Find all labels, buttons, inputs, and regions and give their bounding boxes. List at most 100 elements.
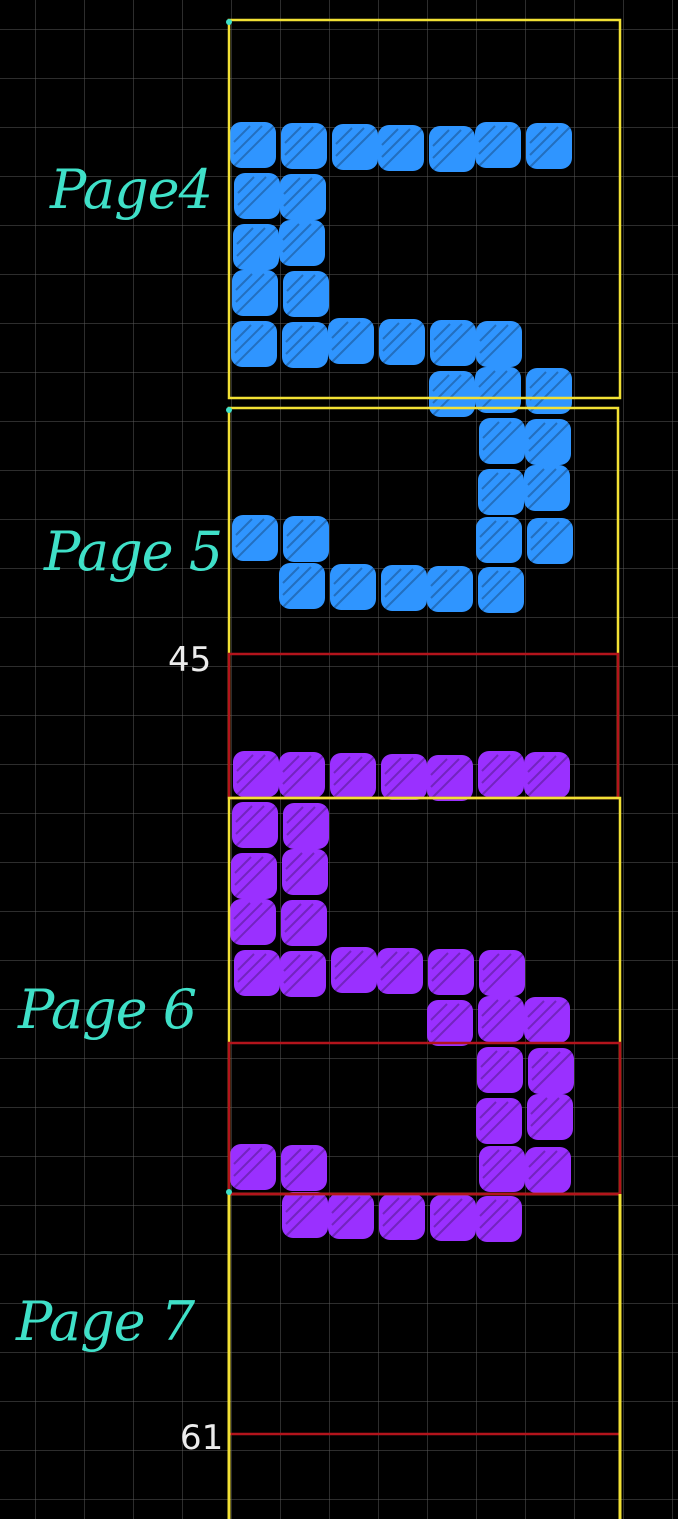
scribble-stroke (236, 754, 266, 784)
scribble-stroke (528, 422, 570, 464)
scribble-stroke (479, 520, 509, 550)
scribble-stroke (286, 806, 304, 824)
digit-cell (524, 465, 570, 511)
digit-cells (230, 122, 574, 1242)
scribble-stroke (433, 323, 463, 353)
digit-cell (381, 754, 427, 800)
digit-cell (525, 419, 571, 465)
scribble-stroke (432, 129, 462, 159)
scribble-stroke (234, 856, 276, 898)
scribble-stroke (282, 566, 324, 608)
scribble-stroke (431, 952, 473, 994)
digit-cell (233, 224, 279, 270)
scribble-stroke (284, 1148, 314, 1178)
scribble-stroke (235, 805, 265, 835)
scribble-stroke (237, 953, 255, 971)
scribble-stroke (235, 273, 265, 303)
scribble-stroke (284, 126, 314, 156)
scribble-stroke (433, 1198, 463, 1228)
scribble-stroke (480, 1050, 498, 1068)
scribble-stroke (283, 177, 325, 219)
scribble-stroke (478, 370, 496, 388)
scribble-stroke (381, 128, 411, 158)
digit-cell (379, 1194, 425, 1240)
scribble-stroke (233, 1147, 263, 1177)
digit-cell (427, 566, 473, 612)
scribble-stroke (382, 322, 412, 352)
scribble-stroke (531, 1051, 561, 1081)
scribble-stroke (285, 1195, 327, 1237)
scribble-stroke (381, 128, 423, 170)
digit-cell (524, 752, 570, 798)
scribble-stroke (237, 953, 279, 995)
scribble-stroke (237, 176, 279, 218)
scribble-stroke (482, 953, 512, 983)
scribble-stroke (481, 472, 523, 514)
scribble-stroke (237, 953, 267, 983)
scribble-stroke (528, 1150, 546, 1168)
scribble-stroke (432, 129, 450, 147)
digit-cell (328, 318, 374, 364)
scribble-stroke (333, 567, 351, 585)
scribble-stroke (384, 757, 414, 787)
scribble-stroke (234, 324, 264, 354)
digit-cell (475, 367, 521, 413)
scribble-stroke (334, 950, 364, 980)
scribble-stroke (528, 1150, 558, 1180)
digit-cell (330, 564, 376, 610)
scribble-stroke (237, 176, 267, 206)
scribble-stroke (331, 321, 349, 339)
scribble-stroke (335, 127, 377, 169)
scribble-stroke (430, 569, 472, 611)
scribble-stroke (233, 125, 275, 167)
scribble-stroke (430, 1003, 448, 1021)
scribble-stroke (284, 126, 302, 144)
scribble-stroke (431, 952, 449, 970)
digit-cell (475, 122, 521, 168)
digit-cell (283, 516, 329, 562)
scribble-stroke (481, 999, 499, 1017)
digit-cell (282, 322, 328, 368)
scribble-stroke (382, 322, 400, 340)
scribble-stroke (284, 1148, 302, 1166)
corner-dot (226, 407, 232, 413)
scribble-stroke (481, 570, 523, 612)
scribble-stroke (233, 902, 251, 920)
scribble-stroke (282, 566, 312, 596)
digit-cell (526, 123, 572, 169)
scribble-stroke (479, 324, 497, 342)
digit-cell (478, 567, 524, 613)
scribble-stroke (481, 472, 511, 502)
digit-cell (230, 122, 276, 168)
digit-cell (331, 947, 377, 993)
scribble-stroke (431, 952, 461, 982)
scribble-stroke (430, 569, 460, 599)
scribble-stroke (233, 1147, 275, 1189)
digit-cell (330, 753, 376, 799)
digit-cell (281, 123, 327, 169)
scribble-stroke (333, 567, 363, 597)
scribble-stroke (283, 954, 325, 996)
digit-cell (381, 565, 427, 611)
digit-cell (281, 1145, 327, 1191)
digit-cell (280, 951, 326, 997)
scribble-stroke (478, 125, 520, 167)
digit-cell (281, 900, 327, 946)
scribble-stroke (481, 754, 511, 784)
scribble-stroke (235, 518, 253, 536)
scribble-stroke (286, 519, 304, 537)
scribble-stroke (284, 903, 326, 945)
scribble-stroke (234, 856, 264, 886)
scribble-stroke (236, 227, 254, 245)
scribble-stroke (478, 370, 508, 400)
scribble-stroke (331, 1196, 373, 1238)
scribble-stroke (333, 756, 351, 774)
scribble-stroke (334, 950, 352, 968)
digit-cell (279, 220, 325, 266)
scribble-stroke (283, 177, 301, 195)
scribble-stroke (482, 1149, 500, 1167)
scribble-stroke (527, 755, 557, 785)
digit-cell (476, 1196, 522, 1242)
scribble-stroke (285, 325, 303, 343)
scribble-stroke (286, 806, 316, 836)
